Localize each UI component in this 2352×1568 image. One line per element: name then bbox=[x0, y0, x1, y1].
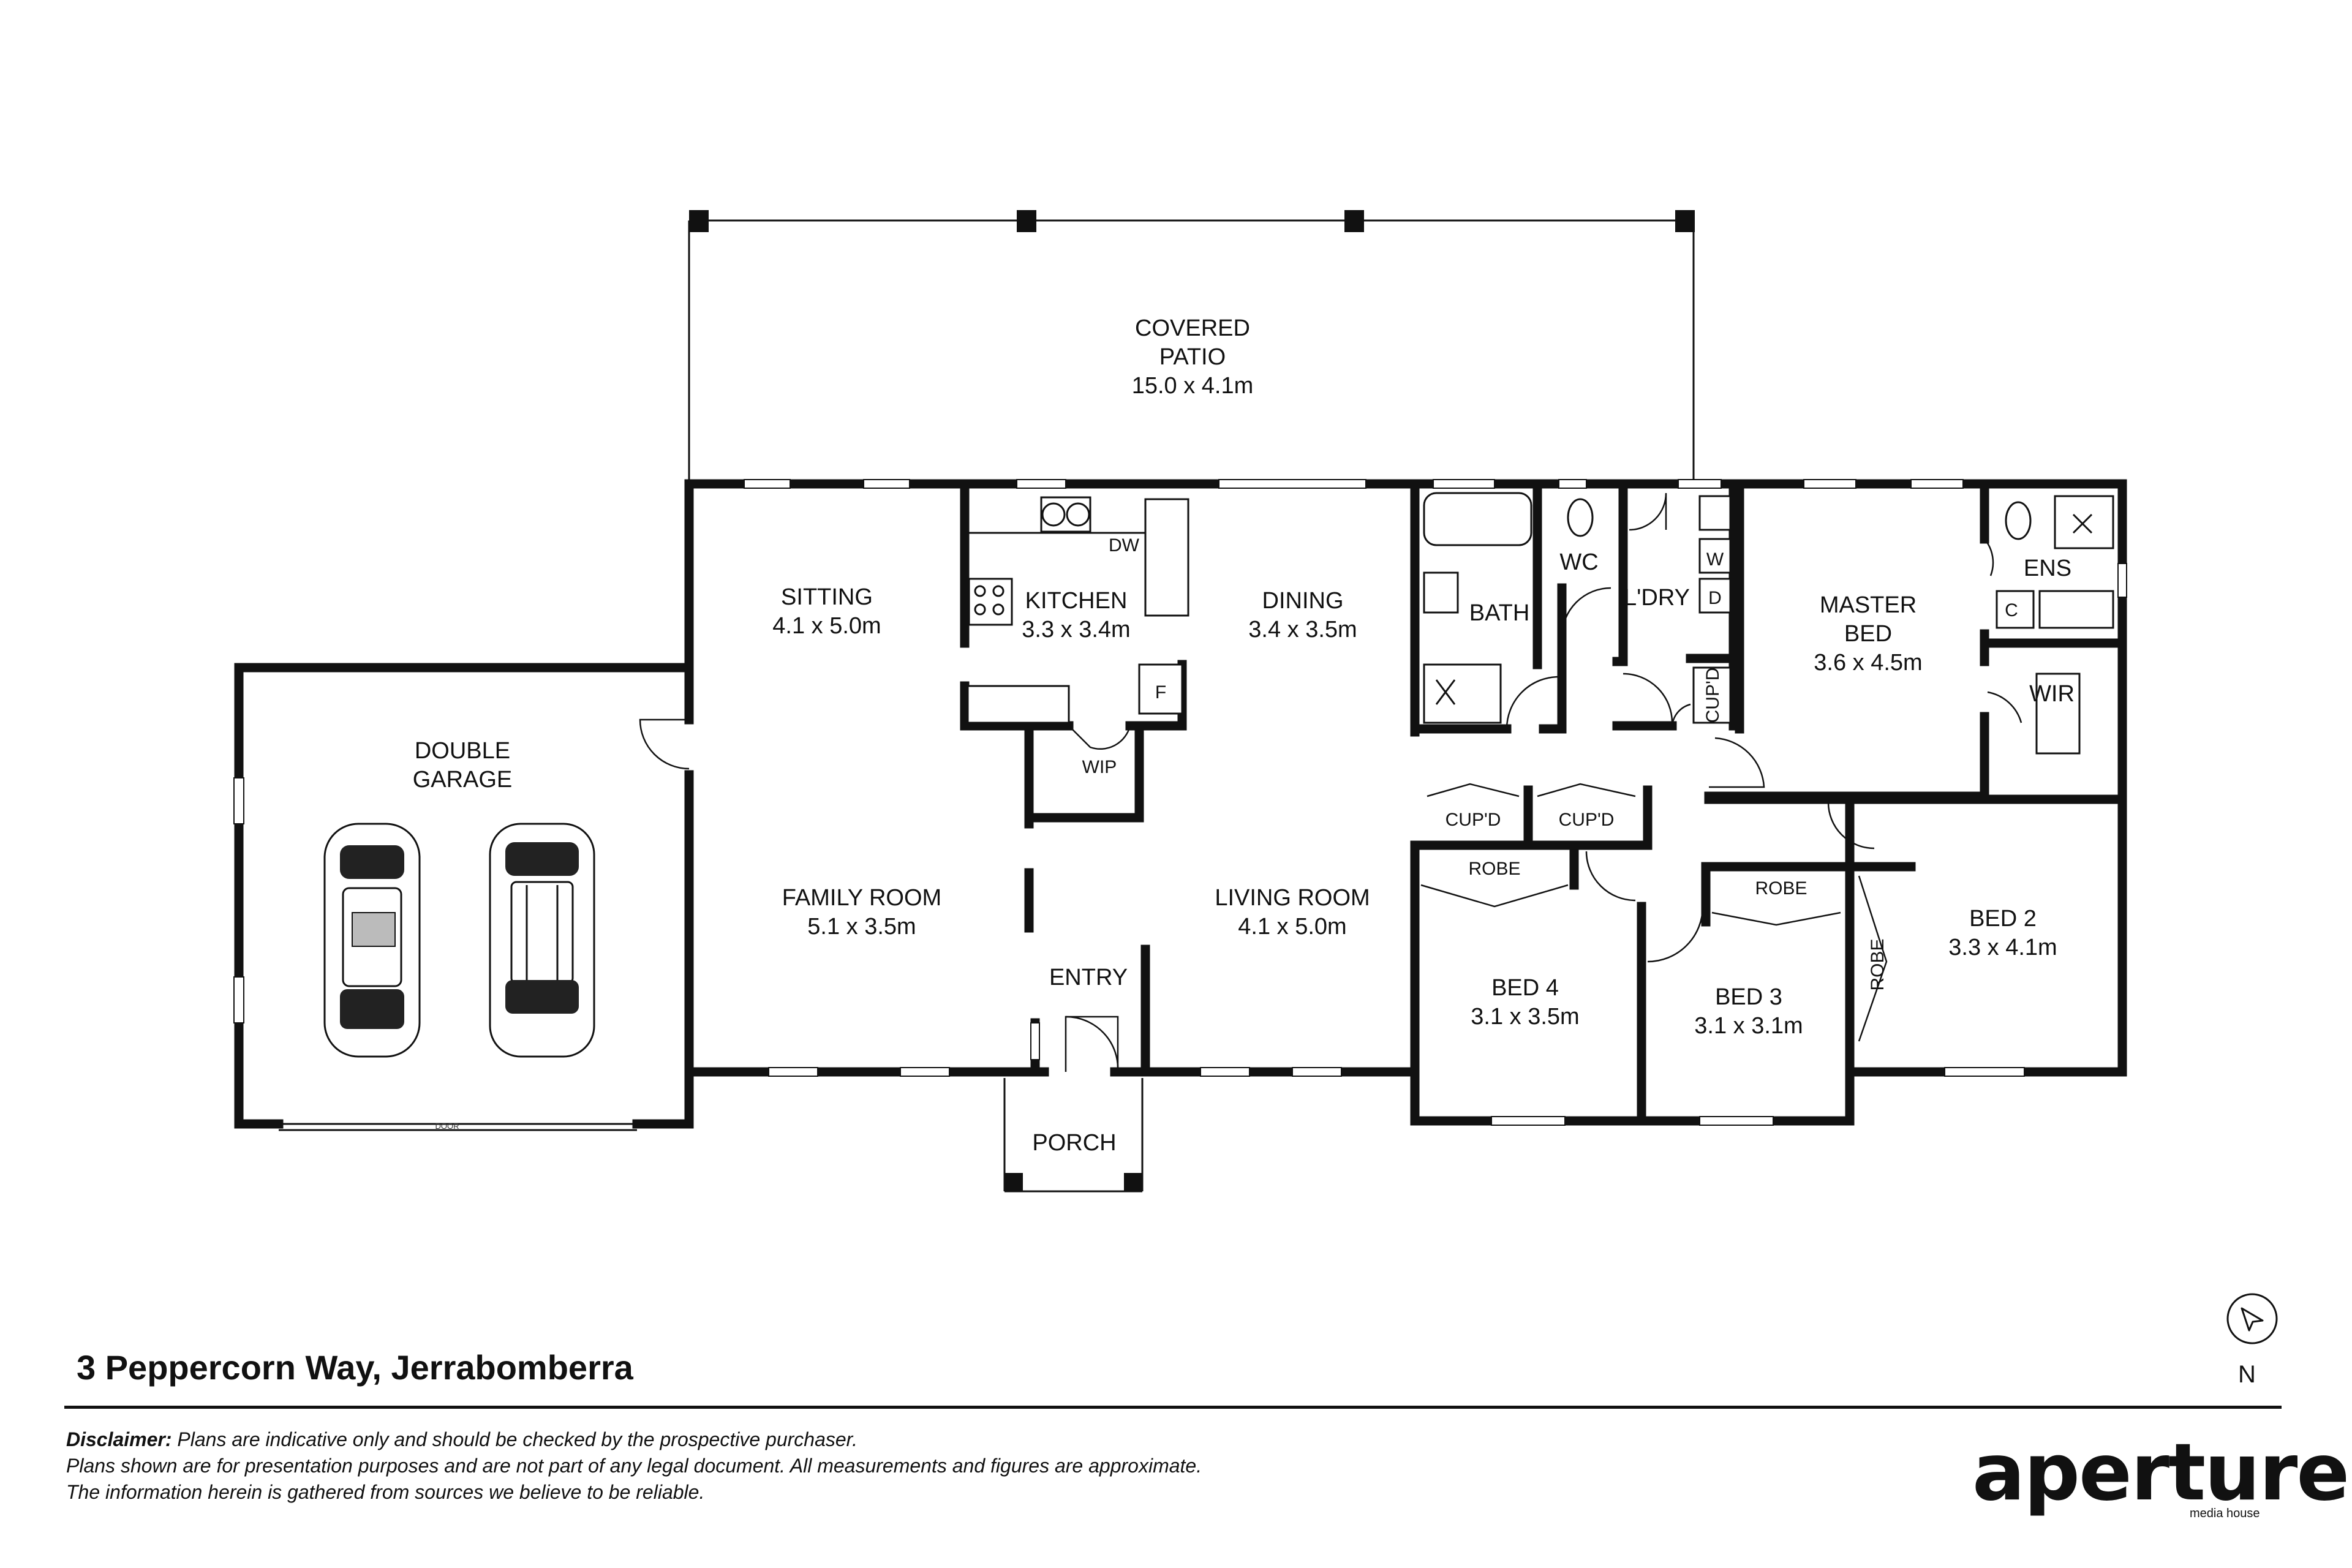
fridge-label: F bbox=[1155, 682, 1166, 703]
master-size: 3.6 x 4.5m bbox=[1814, 650, 1922, 676]
family-size: 5.1 x 3.5m bbox=[807, 914, 916, 940]
disclaimer-text-2: Plans shown are for presentation purpose… bbox=[66, 1455, 1202, 1477]
bath-name: BATH bbox=[1469, 600, 1530, 626]
interior-walls bbox=[960, 479, 2127, 1126]
disclaimer-line-1: Disclaimer: Plans are indicative only an… bbox=[66, 1428, 858, 1451]
aperture-logo: aperture bbox=[1972, 1427, 2350, 1518]
master-name-1: MASTER bbox=[1820, 592, 1917, 618]
wir-name: WIR bbox=[2029, 681, 2075, 707]
fixtures bbox=[965, 492, 2114, 755]
garage-door-label: DOOR bbox=[435, 1121, 459, 1131]
aperture-logo-sub: media house bbox=[2190, 1507, 2260, 1520]
north-compass-icon bbox=[2226, 1293, 2278, 1344]
dining-size: 3.4 x 3.5m bbox=[1248, 617, 1357, 643]
compass-label: N bbox=[2238, 1361, 2256, 1388]
bed4-robe-label: ROBE bbox=[1468, 859, 1520, 879]
dining-name: DINING bbox=[1262, 588, 1344, 614]
bed2-name: BED 2 bbox=[1969, 906, 2037, 932]
divider bbox=[64, 1406, 2282, 1409]
dryer-label: D bbox=[1708, 588, 1722, 608]
doors bbox=[1030, 492, 2022, 1072]
windows bbox=[744, 479, 2127, 1126]
car-right-icon bbox=[489, 823, 595, 1058]
bed3-name: BED 3 bbox=[1715, 984, 1782, 1010]
wip-name: WIP bbox=[1082, 757, 1117, 777]
house-walls bbox=[684, 479, 2127, 1126]
porch bbox=[1003, 1078, 1144, 1193]
washer-label: W bbox=[1706, 549, 1724, 570]
kitchen-name: KITCHEN bbox=[1025, 588, 1128, 614]
dishwasher-label: DW bbox=[1109, 535, 1140, 556]
bed4-size: 3.1 x 3.5m bbox=[1471, 1004, 1579, 1030]
sitting-size: 4.1 x 5.0m bbox=[772, 613, 881, 639]
hall-cupboard-2-label: CUP'D bbox=[1559, 810, 1615, 830]
laundry-name: L'DRY bbox=[1624, 585, 1690, 611]
garage-walls bbox=[233, 663, 694, 1131]
bed2-size: 3.3 x 4.1m bbox=[1948, 935, 2057, 960]
laundry-cupboard-label: CUP'D bbox=[1703, 668, 1723, 723]
bed3-robe-label: ROBE bbox=[1755, 878, 1807, 899]
ens-cupboard-label: C bbox=[2005, 600, 2018, 620]
property-address: 3 Peppercorn Way, Jerrabomberra bbox=[77, 1348, 633, 1387]
garage-name-1: DOUBLE bbox=[415, 738, 510, 764]
room-labels: COVERED PATIO 15.0 x 4.1m SITTING 4.1 x … bbox=[413, 315, 2075, 1156]
garage-name-2: GARAGE bbox=[413, 767, 513, 793]
bed2-robe-label: ROBE bbox=[1868, 938, 1888, 990]
covered-patio bbox=[688, 210, 1695, 484]
living-size: 4.1 x 5.0m bbox=[1238, 914, 1346, 940]
master-name-2: BED bbox=[1844, 621, 1892, 647]
patio-size: 15.0 x 4.1m bbox=[1132, 373, 1254, 399]
hall-cupboard-1-label: CUP'D bbox=[1446, 810, 1501, 830]
fixture-labels: DW F W D CUP'D CUP'D CUP'D ROBE ROBE ROB… bbox=[435, 535, 2018, 1131]
bed3-size: 3.1 x 3.1m bbox=[1694, 1013, 1803, 1039]
ens-name: ENS bbox=[2024, 556, 2071, 581]
entry-name: ENTRY bbox=[1049, 965, 1128, 990]
wc-name: WC bbox=[1559, 549, 1598, 575]
disclaimer-text-1: Plans are indicative only and should be … bbox=[177, 1428, 858, 1450]
disclaimer-text-3: The information herein is gathered from … bbox=[66, 1481, 705, 1503]
family-name: FAMILY ROOM bbox=[782, 885, 941, 911]
patio-name-1: COVERED bbox=[1135, 315, 1250, 341]
living-name: LIVING ROOM bbox=[1215, 885, 1370, 911]
patio-name-2: PATIO bbox=[1159, 344, 1226, 370]
car-left-icon bbox=[323, 823, 421, 1058]
sitting-name: SITTING bbox=[781, 584, 873, 610]
disclaimer-label: Disclaimer: bbox=[66, 1428, 172, 1450]
porch-name: PORCH bbox=[1032, 1130, 1116, 1156]
kitchen-size: 3.3 x 3.4m bbox=[1022, 617, 1130, 643]
bed4-name: BED 4 bbox=[1491, 975, 1559, 1001]
